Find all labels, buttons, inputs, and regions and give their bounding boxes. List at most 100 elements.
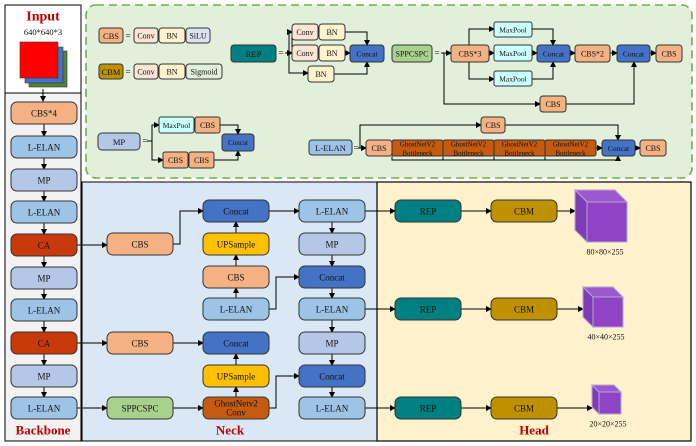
legend-cbm-conv-label: Conv (137, 68, 154, 77)
neck-cbs-1: CBS (106, 232, 174, 256)
legend-rep-conv-2: Conv (291, 44, 319, 62)
legend-lelan-cbs-label: CBS (371, 144, 386, 153)
backbone-block-mp-label: MP (37, 176, 50, 186)
legend-cbm-sigmoid-label: Sigmoid (190, 68, 217, 77)
head-cbm-2-label: CBM (514, 305, 534, 315)
legend-sppcspc-cbs-out-shape (655, 44, 683, 63)
neck-col1-concat-0-shape (202, 199, 270, 223)
legend-rep-block: REP (230, 44, 277, 63)
legend-rep-conv-1-shape (291, 23, 319, 41)
neck-sppcspc-shape (106, 396, 174, 420)
backbone-block-l-elan-shape (10, 396, 78, 420)
neck-col2-mp-4-label: MP (325, 339, 338, 349)
connector-arrow (220, 124, 241, 135)
neck-col2-mp-1: MP (298, 232, 366, 256)
head-cbm-3-shape (490, 396, 558, 420)
neck-cbs-2-label: CBS (131, 339, 148, 349)
legend-rep-bn-2: BN (318, 44, 346, 62)
neck-col2-concat-2: Concat (298, 265, 366, 289)
backbone-block-l-elan-label: L-ELAN (28, 306, 61, 316)
backbone-block-ca-label: CA (38, 241, 51, 251)
legend-cbm-block-label: CBM (102, 67, 121, 77)
legend-rep-bn-3-label: BN (315, 70, 326, 79)
legend-lelan-concat-label: Concat (608, 144, 630, 153)
backbone-block-l-elan: L-ELAN (10, 298, 78, 322)
legend-mp-block-shape (97, 132, 141, 151)
connector-arrow (468, 62, 495, 82)
legend-cbm-block: CBM (98, 63, 124, 80)
connector-arrow (151, 122, 160, 141)
equals-sign: = (125, 31, 130, 41)
legend-sppcspc-concat-1-label: Concat (543, 50, 565, 59)
legend-maxpool-1: MaxPool (493, 21, 533, 38)
legend-cbs-silu-shape (185, 27, 211, 44)
connector-arrow (443, 53, 541, 107)
legend-cbs-block-label: CBS (103, 31, 119, 41)
connector-arrow (287, 29, 293, 53)
connector-arrow (532, 61, 556, 80)
head-rep-3-label: REP (420, 404, 437, 414)
backbone-block-ca-shape (10, 233, 78, 257)
head-section-title: Head (519, 423, 549, 438)
legend-maxpool-2-label: MaxPool (499, 49, 527, 58)
neck-col1-cbs-2-shape (202, 265, 270, 289)
neck-col1-concat-4-label: Concat (223, 339, 249, 349)
neck-col1-concat-0-label: Concat (223, 207, 249, 217)
neck-col2-l-elan-3-shape (298, 297, 366, 321)
neck-cbs-2: CBS (106, 331, 174, 355)
output-size-label-2: 40×40×255 (587, 333, 624, 342)
legend-mp-cbs-bottom-1-shape (162, 151, 189, 169)
equals-sign: = (434, 48, 439, 58)
legend-sppcspc-cbs3-label: CBS*3 (458, 50, 481, 59)
head-rep-1: REP (394, 199, 462, 223)
connector-arrow (345, 31, 370, 46)
legend-lelan-block-shape (308, 139, 353, 156)
backbone-block-l-elan-shape (10, 135, 78, 159)
neck-sppcspc-label: SPPCSPC (121, 404, 158, 414)
neck-col1-upsample-1-label: UPSample (217, 240, 256, 250)
output-size-label-3: 20×20×255 (589, 420, 626, 429)
neck-col1-upsample-1: UPSample (202, 232, 270, 256)
neck-sppcspc: SPPCSPC (106, 396, 174, 420)
neck-col2-concat-5-label: Concat (319, 372, 345, 382)
legend-rep-bn-2-label: BN (326, 49, 337, 58)
legend-sppcspc-concat-1-shape (536, 44, 571, 63)
legend-lelan-cbs-shortcut: CBS (480, 116, 506, 134)
legend-sppcspc-cbs-shortcut-label: CBS (545, 100, 560, 109)
neck-col1-ghostnetv2-conv-6-shape (202, 396, 270, 420)
neck-col1-concat-4-shape (202, 331, 270, 355)
legend-mp-maxpool-shape (158, 116, 195, 134)
legend-cbm-block-shape (98, 63, 124, 80)
legend-sppcspc-block-label: SPPCSPC (396, 50, 429, 59)
head-cbm-2: CBM (490, 297, 558, 321)
backbone-section-title: Backbone (16, 423, 71, 438)
neck-col2-l-elan-3: L-ELAN (298, 297, 366, 321)
head-cbm-1-shape (490, 199, 558, 223)
backbone-block-mp-label: MP (37, 274, 50, 284)
legend-cbs-bn: BN (158, 27, 186, 44)
legend-mp-cbs-bottom-2: CBS (188, 151, 215, 169)
neck-col2-l-elan-0-shape (298, 199, 366, 223)
legend-sppcspc-cbs3: CBS*3 (450, 44, 490, 63)
neck-col2-mp-1-label: MP (325, 240, 338, 250)
backbone-block-mp: MP (10, 266, 78, 290)
backbone-block-l-elan-label: L-ELAN (28, 404, 61, 414)
legend-mp-cbs-bottom-1-label: CBS (168, 156, 183, 165)
connector-arrow (468, 26, 495, 45)
legend-maxpool-2-shape (493, 44, 533, 62)
neck-col2-l-elan-6-label: L-ELAN (316, 404, 349, 414)
neck-cbs-1-label: CBS (131, 240, 148, 250)
legend-mp-concat-shape (221, 133, 255, 152)
legend-lelan-cbs: CBS (365, 139, 393, 157)
legend-cbs-bn-label: BN (166, 32, 177, 41)
input-title: Input (26, 10, 60, 25)
backbone-block-l-elan: L-ELAN (10, 200, 78, 224)
neck-col1-upsample-5: UPSample (202, 364, 270, 388)
legend-rep-bn-3-shape (307, 65, 335, 83)
equals-sign: = (353, 143, 358, 153)
